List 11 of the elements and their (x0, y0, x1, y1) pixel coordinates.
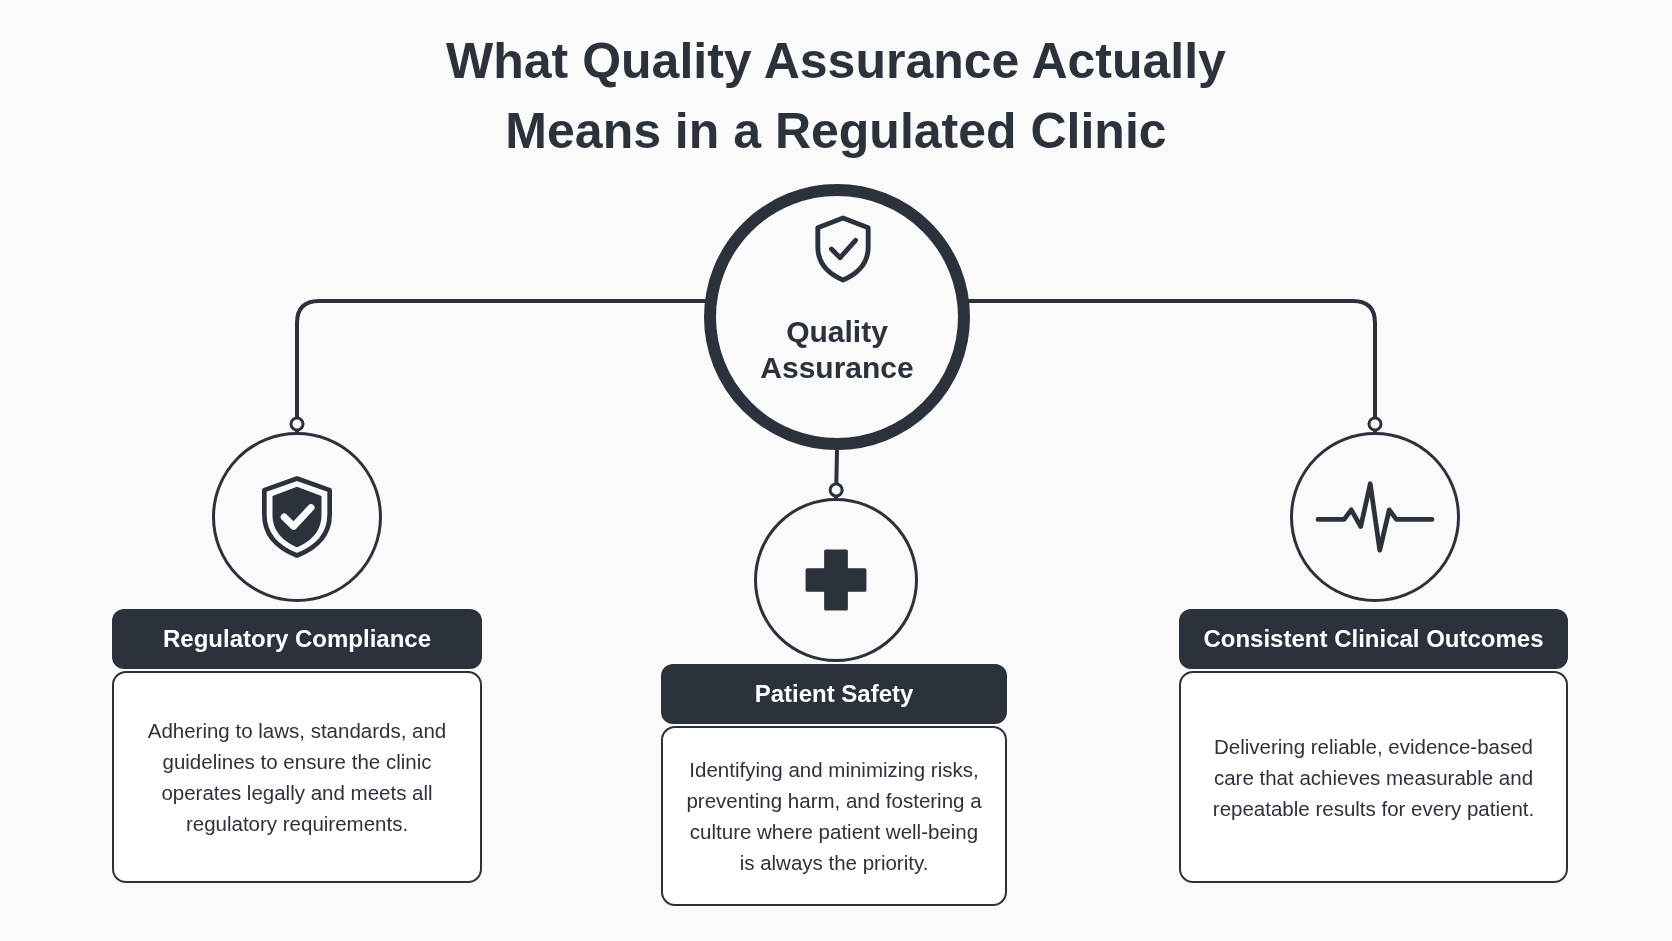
connector-line (968, 299, 1383, 432)
card-description: Delivering reliable, evidence-based care that achieves measurable and repeatable results for every patient. (1179, 671, 1568, 883)
title: What Quality Assurance Actually Means in a Regulated Clinic (445, 32, 1227, 161)
card-header: Patient Safety (661, 664, 1007, 724)
connector-line (828, 449, 844, 499)
card-header: Consistent Clinical Outcomes (1179, 609, 1568, 669)
connector-line (289, 299, 706, 432)
hub-label: Quality Assurance (759, 314, 915, 386)
card-header: Regulatory Compliance (112, 609, 482, 669)
card-description: Identifying and minimizing risks, preventing harm, and fostering a culture where patient well-being is always the priority. (661, 726, 1007, 906)
card-description: Adhering to laws, standards, and guidelines to ensure the clinic operates legally and meets all regulatory requirements. (112, 671, 482, 883)
